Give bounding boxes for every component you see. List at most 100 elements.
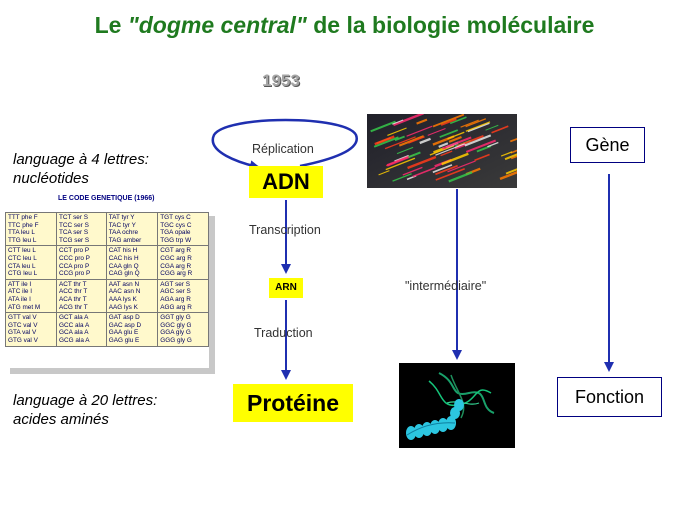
codon-entry: CCA pro P xyxy=(59,262,90,270)
codon-entry: AGC ser S xyxy=(160,288,191,296)
codon-entry: TCA ser S xyxy=(59,229,89,237)
codon-entry: TCC ser S xyxy=(59,221,89,229)
codon-entry: GCT ala A xyxy=(59,314,89,322)
codon-entry: CAA gln Q xyxy=(108,262,139,270)
codon-entry: CTC leu L xyxy=(8,254,37,262)
codon-entry: TTA leu L xyxy=(8,229,35,237)
codon-entry: GAA glu E xyxy=(108,329,139,337)
codon-entry: CCT pro P xyxy=(59,247,90,255)
four-letter-note: language à 4 lettres: nucléotides xyxy=(13,150,149,188)
title-prefix: Le xyxy=(94,12,128,38)
codon-entry: ACT thr T xyxy=(59,280,87,288)
protein-structure-image xyxy=(399,363,515,448)
codon-entry: CTG leu L xyxy=(8,270,38,278)
codon-entry: CCG pro P xyxy=(59,270,91,278)
codon-entry: ACC thr T xyxy=(59,288,88,296)
year-label: 1953 xyxy=(262,71,300,90)
function-box: Fonction xyxy=(557,377,662,417)
codon-entry: CAT his H xyxy=(108,247,138,255)
four-letter-line2: nucléotides xyxy=(13,170,89,187)
codon-entry: TCT ser S xyxy=(59,214,89,221)
codon-entry: AAA lys K xyxy=(108,295,137,303)
replication-loop xyxy=(211,118,358,171)
codon-entry: CGA arg R xyxy=(160,262,192,270)
codon-entry: GGC gly G xyxy=(160,321,192,329)
codon-entry: AAT asn N xyxy=(108,280,140,288)
title-suffix: de la biologie moléculaire xyxy=(306,12,595,38)
codon-entry: GAC asp D xyxy=(108,321,142,329)
codon-entry: CTA leu L xyxy=(8,262,36,270)
arn-box: ARN xyxy=(269,278,303,298)
codon-entry: AAC asn N xyxy=(108,288,141,296)
codon-entry: ACG thr T xyxy=(59,303,88,311)
codon-entry: GCG ala A xyxy=(59,336,90,344)
twenty-letter-note: language à 20 lettres: acides aminés xyxy=(13,391,157,429)
codon-entry: ATA ile I xyxy=(8,295,31,303)
codon-entry: TAC tyr Y xyxy=(108,221,136,229)
codon-entry: GTA val V xyxy=(8,329,37,337)
codon-entry: GGA gly G xyxy=(160,329,191,337)
twenty-letter-line2: acides aminés xyxy=(13,411,109,428)
replication-label: Réplication xyxy=(252,142,314,156)
codon-entry: CGT arg R xyxy=(160,247,192,255)
codon-entry: TTG leu L xyxy=(8,236,37,244)
codon-entry: TAT tyr Y xyxy=(108,214,135,221)
transcription-label: Transcription xyxy=(249,223,321,237)
codon-entry: GCC ala A xyxy=(59,321,90,329)
genetic-code-title: LE CODE GENETIQUE (1966) xyxy=(58,195,155,202)
codon-entry: AGG arg R xyxy=(160,303,192,311)
page-title: Le "dogme central" de la biologie molécu… xyxy=(0,12,689,39)
codon-entry: GTG val V xyxy=(8,336,38,344)
protein-box: Protéine xyxy=(233,384,353,422)
codon-entry: GTT val V xyxy=(8,314,37,322)
gene-box: Gène xyxy=(570,127,645,163)
codon-entry: AGT ser S xyxy=(160,280,190,288)
codon-entry: GAG glu E xyxy=(108,336,140,344)
codon-entry: TAA ochre xyxy=(108,229,139,237)
codon-entry: GCA ala A xyxy=(59,329,89,337)
codon-entry: CAC his H xyxy=(108,254,139,262)
codon-entry: GAT asp D xyxy=(108,314,140,322)
codon-entry: ATT ile I xyxy=(8,280,32,288)
codon-entry: TGA opale xyxy=(160,229,191,237)
dna-structure-image xyxy=(367,114,517,188)
adn-box: ADN xyxy=(249,166,323,198)
codon-entry: CTT leu L xyxy=(8,247,36,255)
codon-entry: AGA arg R xyxy=(160,295,191,303)
codon-entry: CGG arg R xyxy=(160,270,193,278)
codon-entry: CAG gln Q xyxy=(108,270,140,278)
four-letter-line1: language à 4 lettres: xyxy=(13,151,149,168)
translation-label: Traduction xyxy=(254,326,313,340)
codon-entry: CGC arg R xyxy=(160,254,192,262)
codon-entry: TGC cys C xyxy=(160,221,192,229)
table-shadow xyxy=(10,368,214,374)
codon-entry: ACA thr T xyxy=(59,295,87,303)
codon-entry: TTT phe F xyxy=(8,214,38,221)
codon-entry: AAG lys K xyxy=(108,303,138,311)
codon-entry: GGG gly G xyxy=(160,336,192,344)
codon-entry: TGT cys C xyxy=(160,214,191,221)
codon-entry: TTC phe F xyxy=(8,221,39,229)
table-shadow xyxy=(209,216,215,374)
codon-entry: ATG met M xyxy=(8,303,41,311)
codon-entry: ATC ile I xyxy=(8,288,33,296)
codon-entry: CCC pro P xyxy=(59,254,90,262)
